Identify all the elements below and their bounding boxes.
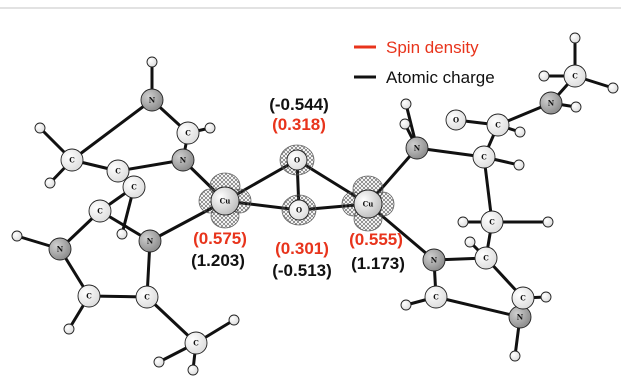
legend-charge-label: Atomic charge — [386, 68, 495, 87]
oxygen-atom: O — [286, 149, 308, 171]
carbon-atom: C — [60, 148, 84, 172]
hydrogen-atom — [509, 350, 521, 362]
atom-label: N — [414, 144, 421, 153]
atom-label: C — [572, 72, 578, 81]
atom-label: O — [294, 156, 300, 165]
copper-atom: Cu — [353, 189, 383, 219]
hydrogen-atom — [513, 159, 525, 171]
nitrogen-atom: N — [405, 136, 429, 160]
carbon-atom: C — [563, 64, 587, 88]
atom-label: C — [185, 129, 191, 138]
hydrogen-atom — [464, 236, 476, 248]
cu-right-charge: (1.173) — [351, 254, 405, 273]
legend: Spin density Atomic charge — [354, 38, 495, 87]
carbon-atom: C — [184, 331, 208, 355]
nitrogen-atom: N — [138, 229, 162, 253]
atom-label: N — [149, 96, 156, 105]
copper-atom: Cu — [210, 186, 240, 216]
oxygen-atom: O — [445, 109, 467, 131]
oxygen-atom: O — [288, 199, 310, 221]
atom-label: N — [548, 99, 555, 108]
hydrogen-atom — [153, 356, 165, 368]
atom-label: C — [433, 293, 439, 302]
carbon-atom: C — [176, 121, 200, 145]
atom-label: C — [69, 156, 75, 165]
hydrogen-atom — [569, 32, 581, 44]
hydrogen-atom — [400, 98, 412, 110]
atom-label: O — [453, 116, 459, 125]
nitrogen-atom: N — [539, 91, 563, 115]
hydrogen-atom — [146, 56, 158, 68]
hydrogen-atom — [187, 364, 199, 376]
atom-label: C — [483, 254, 489, 263]
atom-label: N — [431, 256, 438, 265]
hydrogen-atom — [570, 101, 582, 113]
o-bottom-charge: (-0.513) — [272, 261, 332, 280]
atom-label: C — [86, 292, 92, 301]
hydrogen-atom — [538, 70, 550, 82]
hydrogen-atom — [116, 228, 128, 240]
hydrogen-atom — [542, 216, 554, 228]
atom-label: C — [495, 121, 501, 130]
hydrogen-atom — [607, 82, 619, 94]
cu-left-spin: (0.575) — [193, 229, 247, 248]
hydrogen-atom — [228, 314, 240, 326]
atom-label: C — [115, 167, 121, 176]
atom-label: N — [147, 237, 154, 246]
atom-label: C — [481, 153, 487, 162]
nitrogen-atom: N — [48, 237, 72, 261]
legend-spin-label: Spin density — [386, 38, 479, 57]
carbon-atom: C — [472, 145, 496, 169]
atom-label: C — [520, 294, 526, 303]
cu-left-charge: (1.203) — [191, 251, 245, 270]
hydrogen-atom — [11, 230, 23, 242]
atom-label: C — [131, 183, 137, 192]
bond — [70, 98, 154, 162]
hydrogen-atom — [540, 291, 552, 303]
atom-label: N — [180, 156, 187, 165]
hydrogen-atom — [44, 177, 56, 189]
bond — [434, 295, 522, 319]
carbon-atom: C — [480, 210, 504, 234]
atom-label: C — [144, 293, 150, 302]
o-top-charge: (-0.544) — [269, 95, 329, 114]
hydrogen-atom — [63, 323, 75, 335]
nitrogen-atom: N — [140, 88, 164, 112]
carbon-atom: C — [486, 113, 510, 137]
hydrogen-atom — [204, 122, 216, 134]
cu-right-spin: (0.555) — [349, 230, 403, 249]
carbon-atom: C — [88, 199, 112, 223]
carbon-atom: C — [424, 285, 448, 309]
atom-label: C — [97, 207, 103, 216]
atom-label: C — [489, 218, 495, 227]
nitrogen-atom: N — [508, 305, 532, 329]
o-bottom-spin: (0.301) — [275, 239, 329, 258]
hydrogen-atom — [34, 122, 46, 134]
hydrogen-atom — [400, 299, 412, 311]
carbon-atom: C — [106, 159, 130, 183]
o-top-spin: (0.318) — [272, 115, 326, 134]
atom-label: Cu — [363, 200, 374, 209]
carbon-atom: C — [135, 285, 159, 309]
value-annotations: (-0.544) (0.318) (0.575) (1.203) (0.301)… — [191, 95, 405, 280]
nitrogen-atom: N — [422, 248, 446, 272]
hydrogen-atom — [399, 118, 411, 130]
atom-label: O — [296, 206, 302, 215]
hydrogen-atom — [457, 216, 469, 228]
nitrogen-atom: N — [171, 148, 195, 172]
carbon-atom: C — [77, 284, 101, 308]
carbon-atom: C — [474, 246, 498, 270]
atom-label: N — [57, 245, 64, 254]
carbon-atom: C — [511, 286, 535, 310]
atom-label: N — [517, 313, 524, 322]
atom-label: Cu — [220, 197, 231, 206]
atom-label: C — [193, 339, 199, 348]
carbon-atom: C — [122, 175, 146, 199]
hydrogen-atom — [514, 126, 526, 138]
